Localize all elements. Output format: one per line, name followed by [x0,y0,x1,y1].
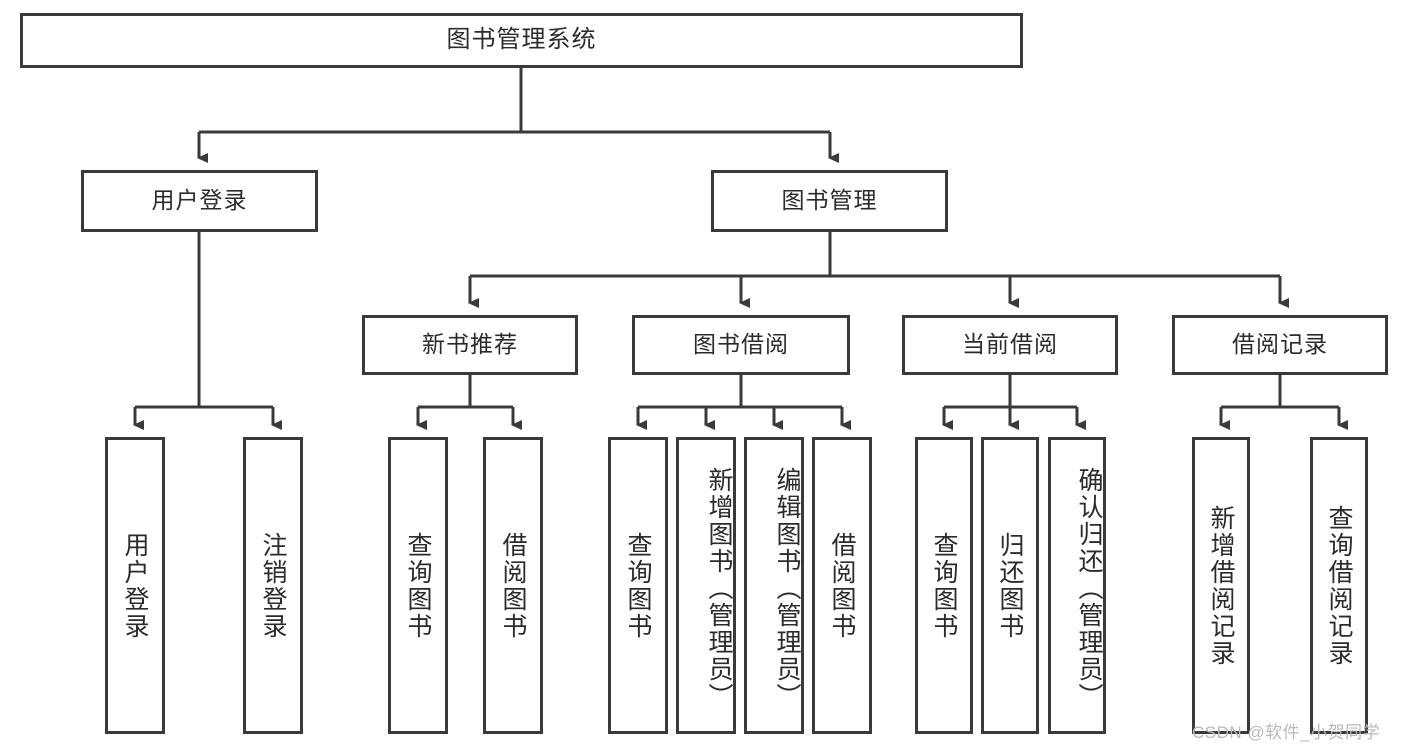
leaf-borrow-book-newbook[interactable]: 借阅图书 [483,437,543,734]
leaf-query-book-borrow[interactable]: 查询图书 [608,437,668,734]
leaf-user-login[interactable]: 用户登录 [105,437,165,734]
leaf-logout[interactable]: 注销登录 [243,437,303,734]
leaf-add-borrow-record[interactable]: 新增借阅记录 [1192,437,1250,734]
leaf-query-book-newbook[interactable]: 查询图书 [388,437,448,734]
node-root-system[interactable]: 图书管理系统 [20,13,1023,68]
leaf-edit-book-admin[interactable]: 编辑图书（管理员） [744,437,804,734]
leaf-query-borrow-record[interactable]: 查询借阅记录 [1310,437,1368,734]
leaf-return-book[interactable]: 归还图书 [981,437,1039,734]
node-book-borrow[interactable]: 图书借阅 [632,315,850,375]
leaf-confirm-return-admin[interactable]: 确认归还（管理员） [1048,437,1106,734]
node-new-book-recommend[interactable]: 新书推荐 [362,315,578,375]
node-current-borrow[interactable]: 当前借阅 [902,315,1118,375]
leaf-borrow-book[interactable]: 借阅图书 [812,437,872,734]
node-user-login[interactable]: 用户登录 [81,170,318,232]
csdn-watermark: CSDN @软件_小贺同学 [1192,723,1381,742]
leaf-query-book-current[interactable]: 查询图书 [915,437,973,734]
node-book-management[interactable]: 图书管理 [711,170,948,232]
leaf-add-book-admin[interactable]: 新增图书（管理员） [676,437,736,734]
node-borrow-record[interactable]: 借阅记录 [1172,315,1388,375]
